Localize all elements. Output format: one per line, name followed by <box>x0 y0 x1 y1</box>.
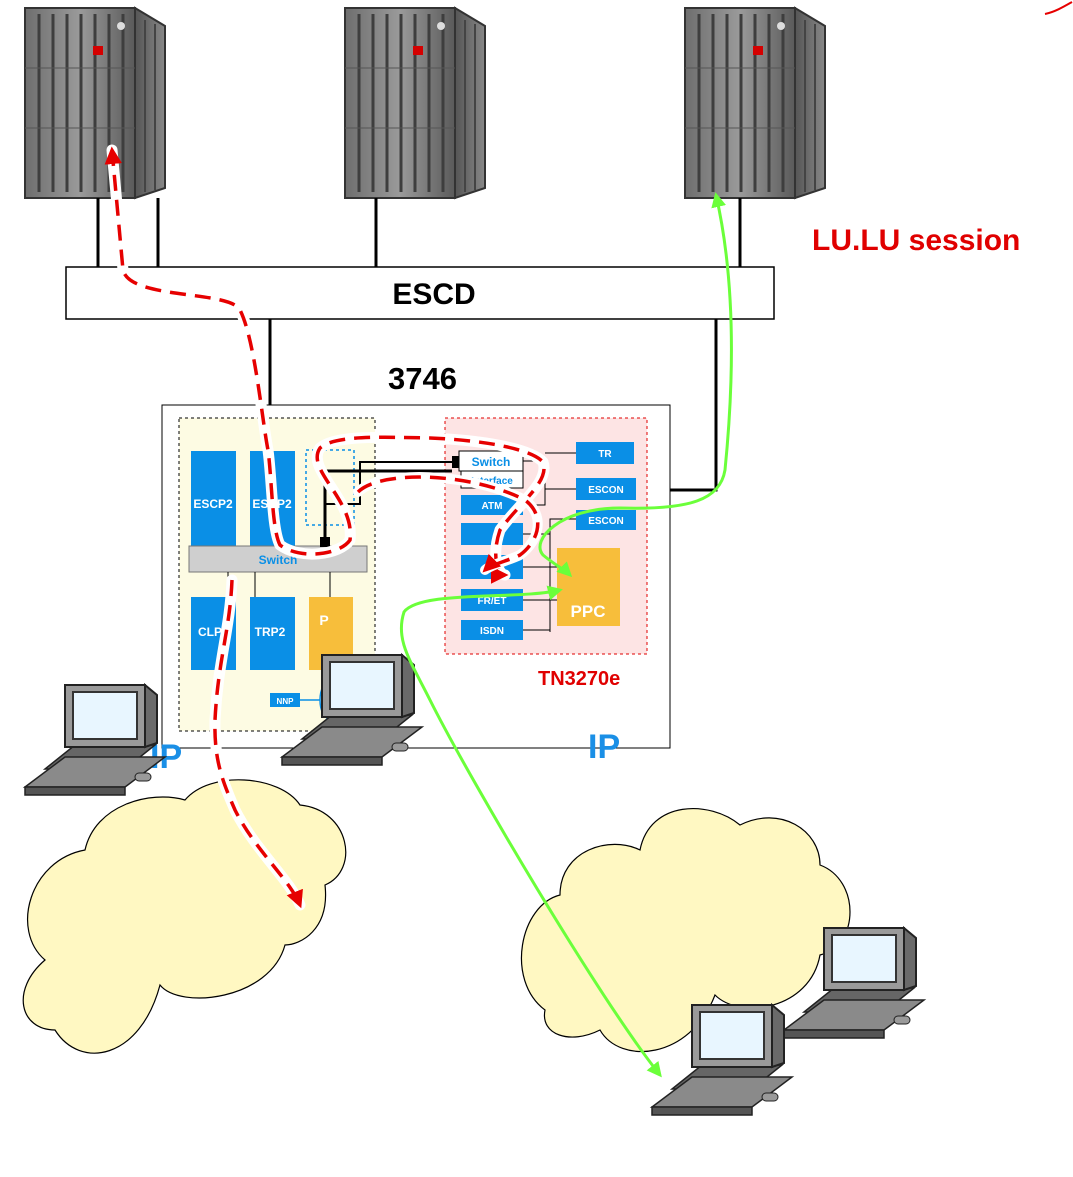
escd-label: ESCD <box>392 278 475 311</box>
clp-label: CLP <box>198 625 222 639</box>
ip-label-right: IP <box>588 728 620 766</box>
fr-et-label: FR/ET <box>478 596 507 607</box>
mainframe-server-left <box>23 6 167 200</box>
p-label: P <box>319 612 328 628</box>
switch-connector-left <box>320 537 330 547</box>
tn3270e-label: TN3270e <box>538 668 620 690</box>
escon-label-1: ESCON <box>588 485 624 496</box>
isdn-box <box>461 620 523 640</box>
escp2-label-a: ESCP2 <box>193 497 233 511</box>
trp2-box <box>250 597 295 670</box>
ppc-label: PPC <box>571 602 606 621</box>
lu-session-label: LU.LU session <box>812 224 1020 257</box>
right-switch-label: Switch <box>472 455 511 469</box>
mainframe-server-right <box>683 6 827 200</box>
workstation-bottom-left <box>24 684 166 796</box>
tr-label: TR <box>598 449 612 460</box>
ip-cloud-right <box>520 808 851 1052</box>
isdn-label: ISDN <box>480 626 504 637</box>
lu-session-path-red <box>104 144 550 911</box>
red-edge-curve <box>1044 1 1073 15</box>
atm-label: ATM <box>482 501 503 512</box>
trp2-label: TRP2 <box>255 625 286 639</box>
ip-cloud-left <box>22 779 347 1054</box>
escon-label-2: ESCON <box>588 516 624 527</box>
nnp-label: NNP <box>277 697 295 706</box>
controller-3746-label: 3746 <box>388 361 457 396</box>
mainframe-server-center <box>343 6 487 200</box>
data-path-green <box>399 192 733 1078</box>
nnp-box <box>270 693 300 707</box>
